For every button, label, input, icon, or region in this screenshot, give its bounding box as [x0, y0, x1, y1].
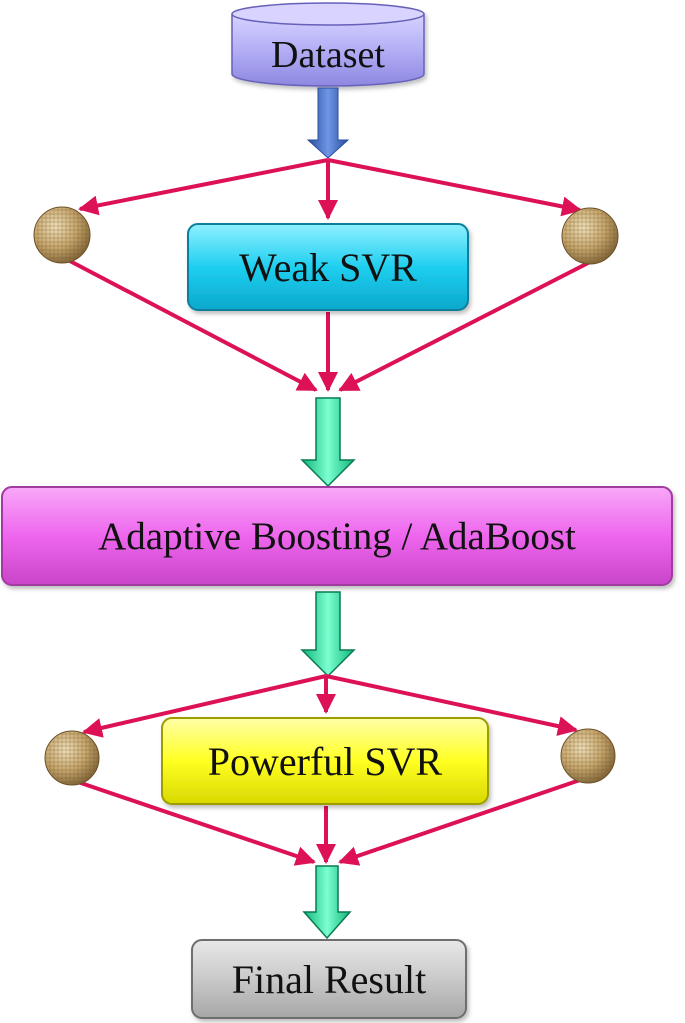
weak-svr-box [187, 223, 469, 311]
upper-left-ball-icon [33, 206, 91, 264]
lower-right-ball-icon [560, 728, 616, 784]
powerful-svr-box [161, 717, 489, 805]
upper-split-arrows [78, 158, 582, 220]
lower-split-arrows [82, 674, 578, 738]
lower-left-ball-icon [44, 730, 100, 786]
dataset-cylinder [231, 2, 425, 87]
dataset-down-arrow [306, 87, 350, 159]
adaboost-box [1, 486, 673, 586]
upper-right-ball-icon [561, 207, 619, 265]
to-final-result-arrow [302, 865, 352, 940]
from-adaboost-arrow [300, 591, 356, 678]
final-result-box [191, 939, 467, 1019]
to-adaboost-arrow [300, 397, 356, 488]
lower-merge-arrows [71, 778, 581, 866]
upper-merge-arrows [67, 258, 591, 392]
